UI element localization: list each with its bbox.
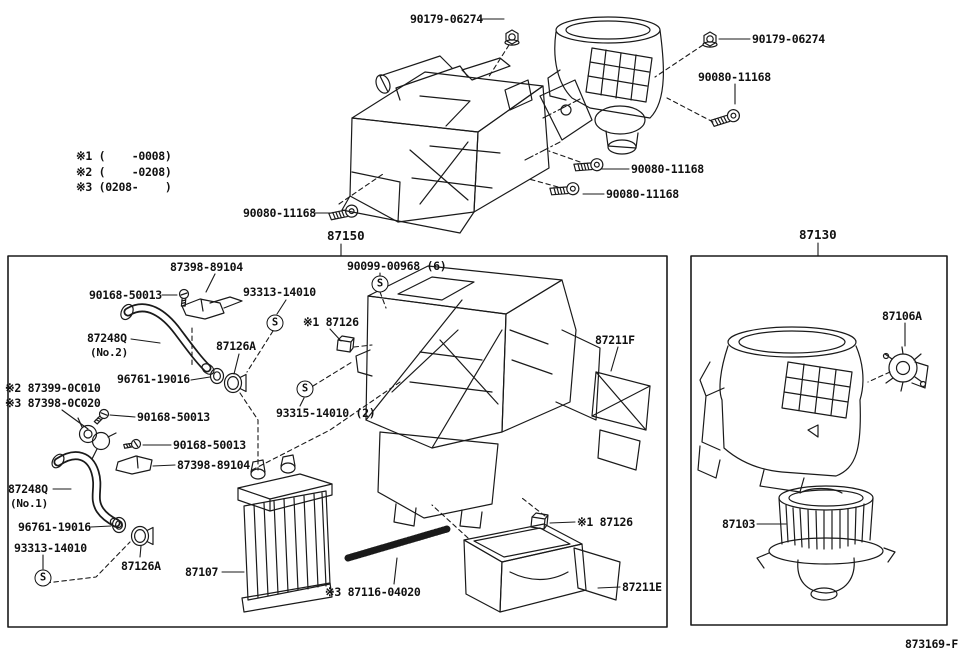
part-label: ※2 87399-0C010 bbox=[5, 381, 101, 395]
dashdot-lines bbox=[525, 99, 580, 160]
screw-icon bbox=[92, 407, 111, 427]
s-marker: S bbox=[34, 569, 52, 587]
part-label: 87398-89104 bbox=[170, 260, 243, 274]
part-label: 90080-11168 bbox=[243, 206, 316, 220]
duct-87211e-drawing bbox=[464, 524, 620, 612]
part-label: 90168-50013 bbox=[173, 438, 246, 452]
part-label: 87106A bbox=[882, 309, 922, 323]
s-marker: S bbox=[266, 314, 284, 332]
s-marker: S bbox=[371, 275, 389, 293]
heater-core-drawing bbox=[238, 455, 332, 612]
part-label: 90179-06274 bbox=[752, 32, 825, 46]
part-label: 90080-11168 bbox=[631, 162, 704, 176]
right-box-frame bbox=[691, 256, 947, 625]
part-label: 90080-11168 bbox=[698, 70, 771, 84]
leader-lines bbox=[43, 19, 905, 588]
part-label: ※1 87126 bbox=[303, 315, 359, 329]
part-label: 93313-14010 bbox=[243, 285, 316, 299]
part-label: 90099-00968 (6) bbox=[347, 259, 447, 273]
part-label: 90168-50013 bbox=[89, 288, 162, 302]
bolt-icon bbox=[573, 156, 605, 177]
legend-item: ※2 ( -0208) bbox=[76, 164, 172, 179]
part-label: ※1 87126 bbox=[577, 515, 633, 529]
legend-item: ※3 (0208- ) bbox=[76, 180, 172, 194]
note-legend: ※1 ( -0008)※2 ( -0208)※3 (0208- ) bbox=[76, 149, 172, 196]
part-label: 87126A bbox=[121, 559, 161, 573]
part-label: 87211F bbox=[595, 333, 635, 347]
fasteners bbox=[328, 29, 743, 226]
heater-unit-drawing bbox=[342, 56, 549, 233]
part-label: 90080-11168 bbox=[606, 187, 679, 201]
clip-icon bbox=[336, 335, 355, 353]
spring-drawing bbox=[348, 529, 447, 558]
part-label: 87107 bbox=[185, 565, 219, 579]
hose-no1-drawing bbox=[50, 418, 152, 529]
part-label: ※3 87398-0C020 bbox=[5, 396, 101, 410]
bolt-icon bbox=[549, 180, 581, 201]
s-marker: S bbox=[296, 380, 314, 398]
legend-item: ※1 ( -0008) bbox=[76, 149, 172, 163]
part-label: ※3 87116-04020 bbox=[325, 585, 421, 599]
part-label: (No.2) bbox=[90, 346, 128, 359]
hose-clamp-icon bbox=[130, 525, 154, 547]
left-box-frame bbox=[8, 256, 667, 627]
part-label: (No.1) bbox=[10, 497, 48, 510]
nut-icon bbox=[702, 31, 718, 48]
part-label: 87248Q bbox=[87, 331, 127, 345]
blower-motor-drawing bbox=[757, 486, 895, 600]
hose-no2-drawing bbox=[118, 297, 242, 376]
part-label: 93315-14010 (2) bbox=[276, 406, 376, 420]
blower-case-drawing bbox=[698, 327, 863, 492]
dashed-lines bbox=[46, 45, 890, 583]
nut-icon bbox=[504, 29, 520, 46]
servo-drawing bbox=[884, 347, 929, 391]
part-label: 90168-50013 bbox=[137, 410, 210, 424]
blower-unit-drawing bbox=[540, 17, 663, 154]
heater-case-drawing bbox=[356, 266, 600, 528]
part-label: 87248Q bbox=[8, 482, 48, 496]
duct-87211f-drawing bbox=[592, 372, 650, 470]
part-label: 87126A bbox=[216, 339, 256, 353]
screw-icon bbox=[122, 437, 143, 453]
part-label: 87211E bbox=[622, 580, 662, 594]
figure-code: 873169-F bbox=[905, 637, 958, 651]
part-label: 96761-19016 bbox=[18, 520, 91, 534]
oring-icon bbox=[209, 367, 225, 385]
bolt-icon bbox=[710, 106, 743, 132]
part-label: 93313-14010 bbox=[14, 541, 87, 555]
part-label: 90179-06274 bbox=[410, 12, 483, 26]
assembly-title: 87130 bbox=[799, 227, 837, 242]
part-label: 96761-19016 bbox=[117, 372, 190, 386]
part-label: 87103 bbox=[722, 517, 756, 531]
part-label: 87398-89104 bbox=[177, 458, 250, 472]
hose-clamp-icon bbox=[223, 372, 247, 394]
assembly-title: 87150 bbox=[327, 228, 365, 243]
